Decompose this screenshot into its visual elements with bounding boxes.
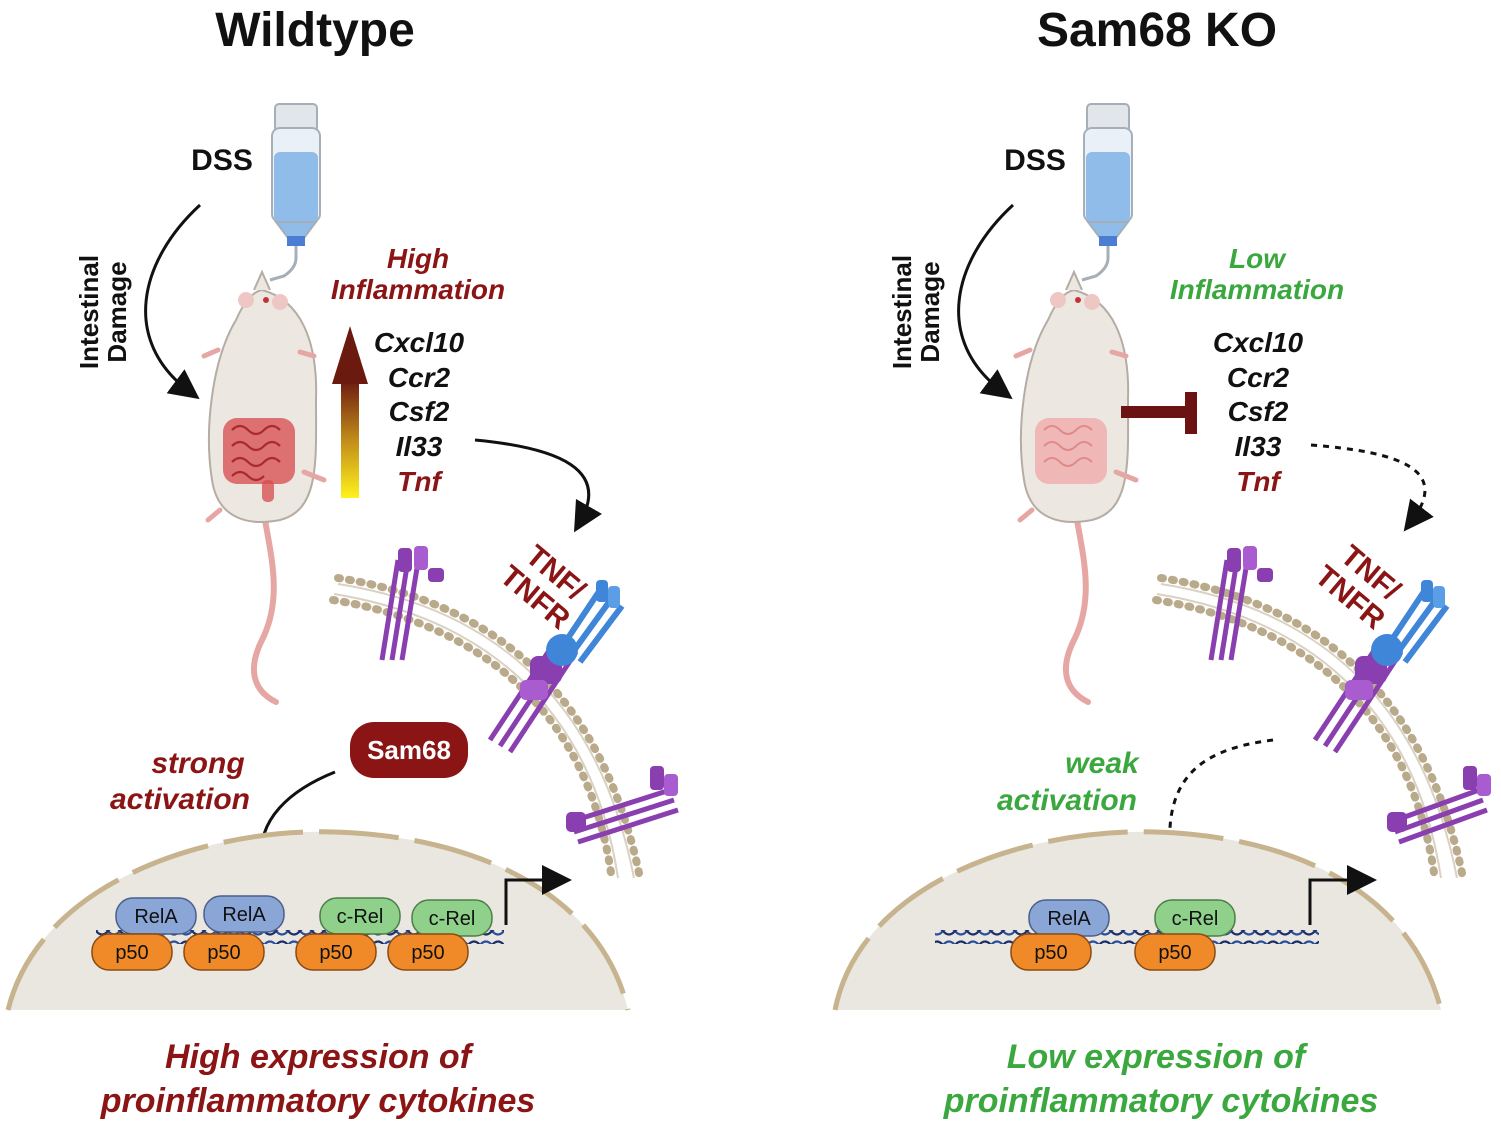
activation-line1: weak (1065, 747, 1140, 780)
receptor-icon (566, 766, 679, 845)
p50-protein: p50 (387, 933, 469, 971)
svg-text:p50: p50 (115, 942, 148, 964)
outcome-line2: proinflammatory cytokines (100, 1082, 536, 1120)
gene-item: Csf2 (389, 396, 450, 427)
inflammation-level-line2: Inflammation (331, 274, 505, 305)
svg-text:Intestinal: Intestinal (887, 255, 917, 369)
intestine-icon (1035, 418, 1107, 484)
inflammation-level-line1: Low (1229, 243, 1287, 274)
svg-text:p50: p50 (319, 942, 352, 964)
svg-text:p50: p50 (207, 942, 240, 964)
gene-item: Cxcl10 (374, 327, 465, 358)
crel-protein: c-Rel (411, 899, 493, 937)
inflammation-level-line1: High (387, 243, 449, 274)
p50-protein: p50 (1134, 933, 1216, 971)
svg-text:p50: p50 (411, 942, 444, 964)
transcription-arrow (1308, 865, 1377, 925)
upregulation-arrow (332, 326, 368, 498)
water-bottle-icon (1081, 103, 1133, 282)
damage-arrow (144, 203, 202, 400)
svg-text:Intestinal: Intestinal (74, 255, 104, 369)
p50-protein: p50 (1010, 933, 1092, 971)
activation-line2: activation (997, 784, 1137, 817)
wildtype-panel: Wildtype DSS Intestinal Damage High Infl (0, 0, 750, 1123)
p50-protein: p50 (183, 933, 265, 971)
nuclear-envelope (5, 829, 631, 1011)
sam68-badge (350, 722, 468, 778)
receptor-icon (487, 580, 625, 754)
svg-text:c-Rel: c-Rel (429, 908, 476, 930)
intestinal-damage-label: Intestinal Damage (887, 255, 945, 369)
gene-list: Cxcl10 Ccr2 Csf2 Il33 Tnf (1213, 327, 1304, 497)
page-title: Sam68 KO (1037, 4, 1277, 57)
gene-item-tnf: Tnf (1236, 466, 1282, 497)
dna-icon (935, 930, 1319, 944)
svg-text:RelA: RelA (1047, 908, 1091, 930)
gene-item: Cxcl10 (1213, 327, 1304, 358)
water-bottle-icon (269, 103, 321, 282)
svg-text:RelA: RelA (222, 904, 266, 926)
svg-text:p50: p50 (1158, 942, 1191, 964)
sam68-label: Sam68 (367, 735, 451, 765)
intestine-icon (223, 418, 295, 502)
gene-item: Il33 (396, 431, 443, 462)
gene-item: Ccr2 (1227, 362, 1290, 393)
svg-text:Damage: Damage (915, 261, 945, 362)
crel-protein: c-Rel (1154, 899, 1236, 937)
svg-text:c-Rel: c-Rel (1172, 908, 1219, 930)
receptor-icon (1312, 580, 1450, 754)
signal-arrow (474, 438, 602, 533)
outcome-line1: Low expression of (1007, 1038, 1309, 1076)
nuclear-envelope (832, 829, 1444, 1011)
p50-protein: p50 (295, 933, 377, 971)
signal-arrow-dashed (1310, 443, 1434, 532)
nucleus (8, 831, 628, 1010)
gene-list: Cxcl10 Ccr2 Csf2 Il33 Tnf (374, 327, 465, 497)
mouse-icon (1013, 269, 1139, 705)
activation-line2: activation (110, 783, 250, 816)
knockout-diagram: Sam68 KO DSS Intestinal Damage Low Infla… (832, 4, 1491, 1120)
dss-label: DSS (191, 144, 253, 177)
gene-item: Csf2 (1228, 396, 1289, 427)
activation-line1: strong (151, 747, 244, 780)
outcome-line1: High expression of (165, 1038, 475, 1076)
receptor-icon (379, 546, 444, 661)
transcription-arrow (504, 865, 572, 925)
rela-protein: RelA (115, 897, 197, 935)
inhibition-symbol (1121, 392, 1197, 434)
gene-item: Il33 (1235, 431, 1282, 462)
knockout-panel: Sam68 KO DSS Intestinal Damage Low Infla… (751, 0, 1501, 1123)
intestinal-damage-label: Intestinal Damage (74, 255, 132, 369)
svg-text:RelA: RelA (134, 906, 178, 928)
damage-arrow (957, 203, 1015, 400)
gene-item: Ccr2 (388, 362, 451, 393)
receptor-icon (1387, 766, 1491, 845)
page-title: Wildtype (215, 4, 415, 57)
rela-protein: RelA (1028, 899, 1110, 937)
svg-text:Damage: Damage (102, 261, 132, 362)
receptor-icon (1208, 546, 1273, 661)
tnf-tnfr-label: TNF/ TNFR (1309, 539, 1407, 636)
gene-item-tnf: Tnf (397, 466, 443, 497)
wildtype-diagram: Wildtype DSS Intestinal Damage High Infl (5, 4, 679, 1120)
svg-text:c-Rel: c-Rel (337, 906, 384, 928)
outcome-line2: proinflammatory cytokines (943, 1082, 1379, 1120)
nucleus (835, 831, 1441, 1010)
svg-text:p50: p50 (1034, 942, 1067, 964)
activation-arrow-dashed (1154, 738, 1274, 870)
inflammation-level-line2: Inflammation (1170, 274, 1344, 305)
dss-label: DSS (1004, 144, 1066, 177)
rela-protein: RelA (203, 895, 285, 933)
p50-protein: p50 (91, 933, 173, 971)
crel-protein: c-Rel (319, 897, 401, 935)
